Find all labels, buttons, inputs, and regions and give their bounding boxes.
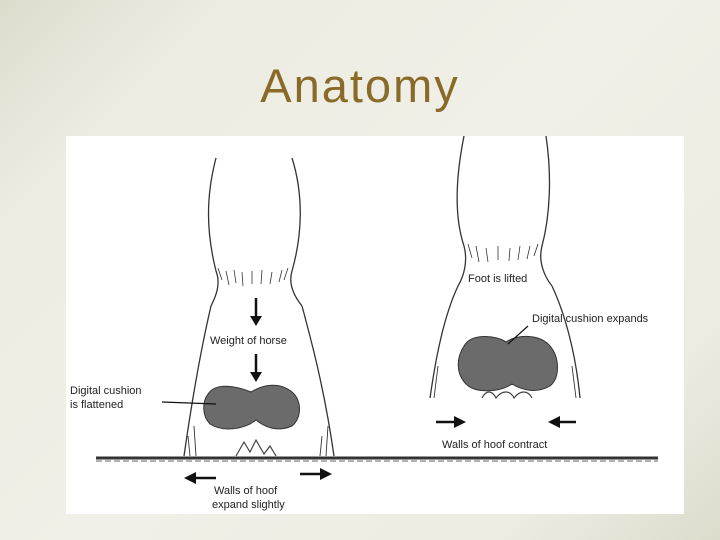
walls-expand-label-line1: Walls of hoof (214, 485, 278, 497)
digital-cushion-flattened-label-line2: is flattened (70, 399, 123, 411)
walls-contract-label: Walls of hoof contract (442, 439, 547, 451)
expand-arrow-left (184, 472, 216, 484)
expand-arrow-right (300, 468, 332, 480)
left-frog (235, 438, 277, 457)
walls-expand-label-line2: expand slightly (212, 499, 285, 511)
digital-cushion-flattened-label-line1: Digital cushion (70, 385, 142, 397)
weight-arrow-lower (250, 354, 262, 382)
contract-arrow-right (548, 416, 576, 428)
digital-cushion-expands-label: Digital cushion expands (532, 313, 649, 325)
left-digital-cushion (203, 384, 300, 430)
right-leg (429, 136, 581, 399)
contract-arrow-left (436, 416, 466, 428)
slide-title: Anatomy (260, 59, 460, 112)
cushion-pointer-right (507, 325, 529, 345)
cushion-pointer-left (161, 401, 217, 405)
right-frog (481, 391, 533, 400)
weight-of-horse-label: Weight of horse (210, 335, 287, 347)
weight-arrow-upper (250, 298, 262, 326)
right-digital-cushion (457, 336, 558, 392)
left-leg (183, 157, 335, 457)
foot-is-lifted-label: Foot is lifted (468, 273, 527, 285)
hoof-diagram-drawing: Weight of horse Digital cushion is flatt… (70, 136, 658, 511)
hoof-diagram: Weight of horse Digital cushion is flatt… (66, 136, 684, 514)
